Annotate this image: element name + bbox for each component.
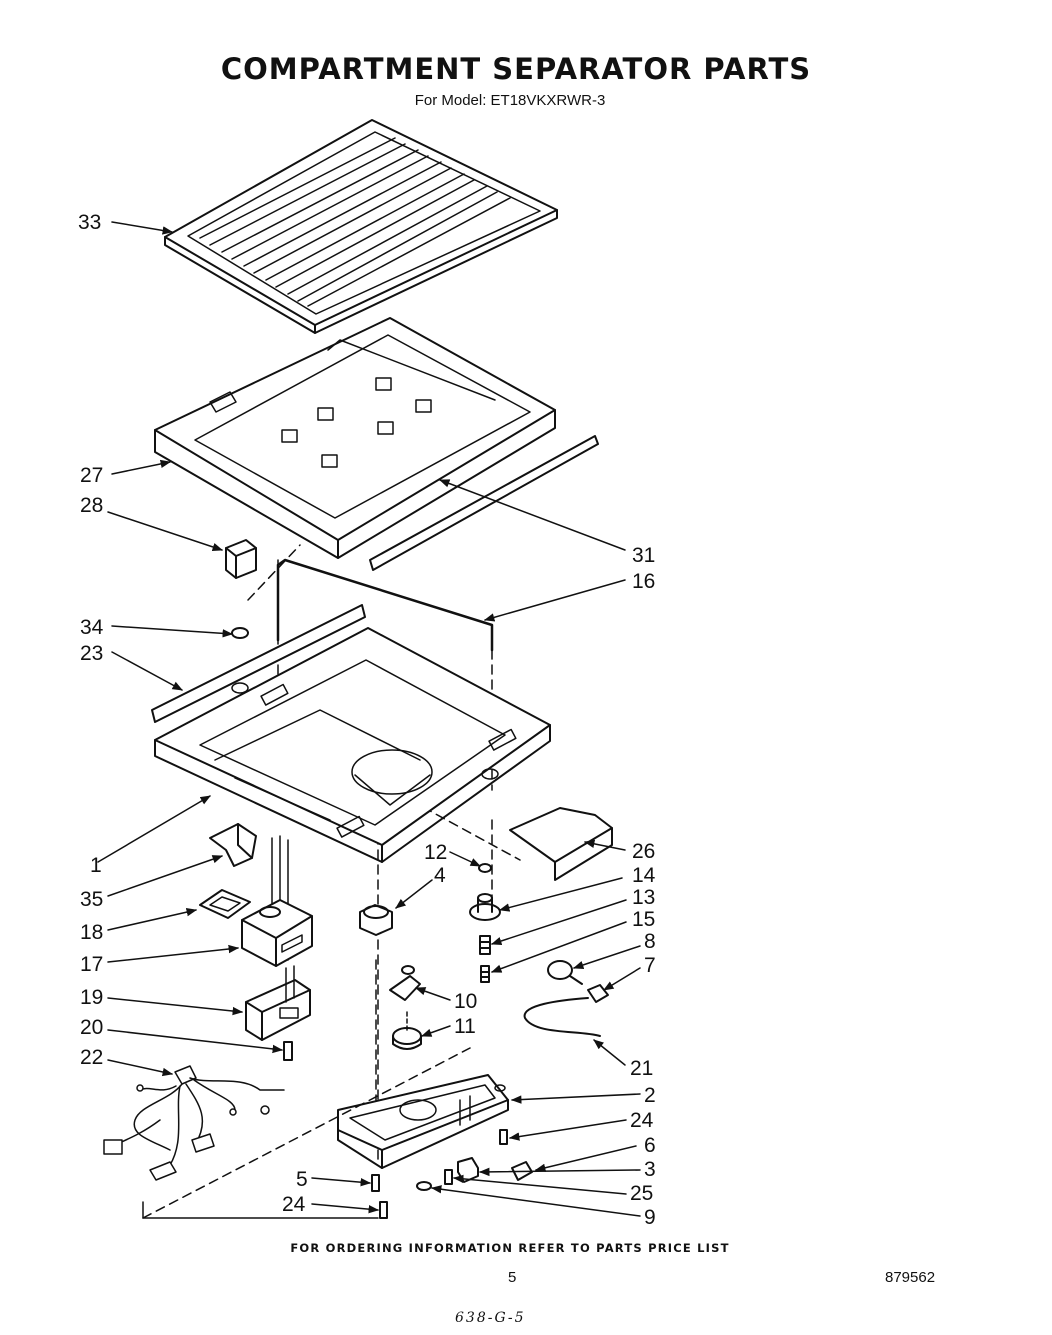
part-12-washer bbox=[478, 863, 492, 873]
part-7-socket bbox=[587, 984, 609, 1003]
label-13: 13 bbox=[632, 886, 655, 909]
label-33: 33 bbox=[78, 211, 101, 234]
part-11-knob bbox=[392, 1011, 422, 1050]
label-25: 25 bbox=[630, 1182, 653, 1205]
label-16: 16 bbox=[632, 570, 655, 593]
label-27: 27 bbox=[80, 464, 103, 487]
label-22: 22 bbox=[80, 1046, 103, 1069]
handwritten-note: 638-G-5 bbox=[455, 1310, 526, 1326]
label-10: 10 bbox=[454, 990, 477, 1013]
part-15-screw bbox=[480, 965, 490, 983]
label-24-lower: 24 bbox=[282, 1193, 306, 1216]
label-31: 31 bbox=[632, 544, 655, 567]
ordering-footer: FOR ORDERING INFORMATION REFER TO PARTS … bbox=[290, 1241, 730, 1255]
label-15: 15 bbox=[632, 908, 655, 931]
part-22-harness bbox=[103, 1065, 285, 1181]
part-4-cam bbox=[359, 904, 393, 936]
label-8: 8 bbox=[644, 930, 656, 953]
label-1: 1 bbox=[90, 854, 102, 877]
label-26: 26 bbox=[632, 840, 655, 863]
part-2-housing bbox=[337, 1074, 509, 1169]
label-11: 11 bbox=[454, 1015, 476, 1038]
label-9: 9 bbox=[644, 1206, 656, 1229]
part-5-screw bbox=[371, 1174, 380, 1192]
page-title: COMPARTMENT SEPARATOR PARTS bbox=[220, 52, 812, 86]
label-19: 19 bbox=[80, 986, 103, 1009]
part-20-screw bbox=[283, 1041, 293, 1061]
document-number: 879562 bbox=[885, 1269, 936, 1286]
part-21-wire bbox=[523, 997, 601, 1037]
label-12: 12 bbox=[424, 841, 447, 864]
label-35: 35 bbox=[80, 888, 103, 911]
part-35-clip bbox=[209, 823, 257, 867]
label-4: 4 bbox=[434, 864, 446, 887]
label-24-upper: 24 bbox=[630, 1109, 654, 1132]
label-2: 2 bbox=[644, 1084, 656, 1107]
part-28-block bbox=[225, 539, 257, 579]
label-17: 17 bbox=[80, 953, 103, 976]
label-34: 34 bbox=[80, 616, 104, 639]
label-5: 5 bbox=[296, 1168, 308, 1191]
part-24-screw-upper bbox=[499, 1129, 508, 1145]
label-7: 7 bbox=[644, 954, 656, 977]
label-3: 3 bbox=[644, 1158, 656, 1181]
part-34-grommet bbox=[231, 627, 249, 639]
part-25-screw bbox=[444, 1169, 453, 1185]
model-subtitle: For Model: ET18VKXRWR-3 bbox=[414, 92, 606, 109]
label-14: 14 bbox=[632, 864, 656, 887]
part-33-grille bbox=[164, 119, 558, 334]
part-18-gasket bbox=[199, 889, 251, 919]
part-24-screw-lower bbox=[379, 1201, 388, 1219]
part-9-washer bbox=[416, 1181, 432, 1191]
part-27-tray bbox=[154, 317, 556, 559]
part-13-spring bbox=[479, 935, 491, 955]
part-31-strip bbox=[369, 435, 599, 571]
label-18: 18 bbox=[80, 921, 103, 944]
part-19-bracket bbox=[245, 965, 311, 1041]
page-number: 5 bbox=[508, 1269, 517, 1286]
part-10-switch bbox=[389, 965, 421, 1001]
label-28: 28 bbox=[80, 494, 103, 517]
part-26-insulation bbox=[509, 807, 613, 863]
part-17-housing bbox=[241, 899, 313, 967]
label-20: 20 bbox=[80, 1016, 103, 1039]
label-6: 6 bbox=[644, 1134, 656, 1157]
label-23: 23 bbox=[80, 642, 103, 665]
part-14-knob bbox=[469, 893, 501, 921]
part-8-bulb bbox=[547, 960, 583, 985]
part-23-rail bbox=[151, 604, 366, 723]
label-21: 21 bbox=[630, 1057, 653, 1080]
part-1-base bbox=[154, 627, 551, 863]
